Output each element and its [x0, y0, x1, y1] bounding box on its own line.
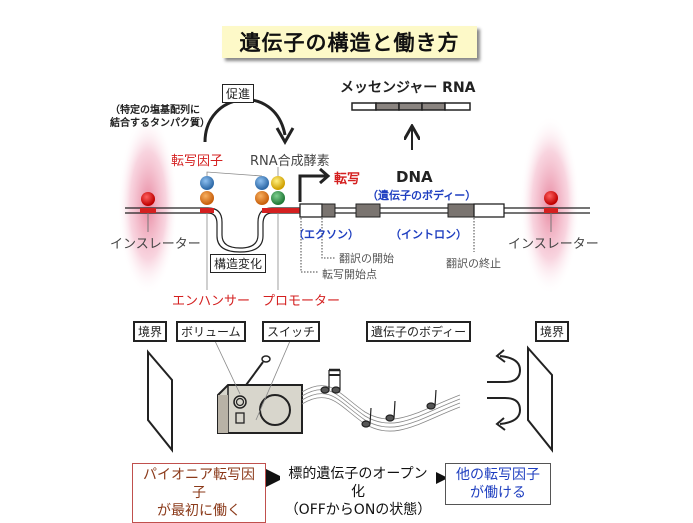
promote-label: 促進 [222, 84, 255, 103]
insulator-glow-right [520, 115, 580, 295]
mrna-label: メッセンジャー RNA [340, 80, 476, 96]
music-notes [320, 368, 437, 428]
flow-step3-line1: 他の転写因子 [456, 467, 540, 483]
insulator-site-right [544, 208, 558, 213]
transcription-arrow [298, 174, 326, 202]
rna-polymerase-label: RNA合成酵素 [250, 154, 330, 169]
bounce-arrow-down [487, 397, 522, 425]
boundary-label-left: 境界 [133, 321, 168, 342]
gene-body-label: （遺伝子のボディー） [367, 189, 477, 202]
flow-step1-line2: が最初に働く [157, 503, 241, 519]
promoter-label: プロモーター [262, 294, 341, 309]
insulator-site-left [140, 208, 156, 213]
factor-blue-promoter [255, 176, 269, 190]
boundary-label-right: 境界 [535, 321, 570, 342]
translation-start-label: 翻訳の開始 [339, 252, 394, 265]
factor-blue-enhancer [200, 176, 214, 190]
exon-gray-1 [321, 203, 336, 218]
promote-arrow [203, 98, 287, 143]
rna-polymerase-green [271, 191, 285, 205]
flow-step2-line1: 標的遺伝子のオープン化 [288, 466, 428, 500]
insulator-ball-right [544, 191, 558, 205]
volume-label: ボリューム [176, 321, 246, 342]
boundary-panel-right [527, 345, 553, 453]
flow-step-others: 他の転写因子 が働ける [445, 463, 551, 505]
flow-step3-line2: が働ける [470, 485, 526, 501]
exon-white-2 [473, 203, 505, 218]
transcription-start-site-label: 転写開始点 [322, 268, 377, 281]
enhancer-site [200, 208, 214, 213]
protein-note-line2: 結合するタンパク質） [110, 118, 210, 129]
mrna-bar [351, 102, 471, 111]
promoter-site [262, 208, 300, 213]
flow-step1-line1: パイオニア転写因子 [143, 467, 255, 501]
translation-end-label: 翻訳の終止 [446, 257, 501, 270]
rna-polymerase-yellow [271, 176, 285, 190]
transcription-label: 転写 [334, 172, 361, 187]
exon-gray-3 [447, 203, 475, 218]
enhancer-label: エンハンサー [172, 294, 251, 309]
insulator-label-right: インスレーター [508, 237, 599, 252]
boundary-panel-left [147, 349, 173, 453]
structural-change-label: 構造変化 [210, 254, 267, 273]
insulator-ball-left [141, 192, 155, 206]
factor-orange-enhancer [200, 191, 214, 205]
intron-label: （イントロン） [390, 228, 467, 241]
dna-label: DNA [396, 168, 433, 186]
exon-white-1 [299, 203, 323, 218]
exon-gray-2 [355, 203, 381, 218]
flow-step-pioneer: パイオニア転写因子 が最初に働く [132, 463, 266, 523]
bounce-arrow-up [487, 355, 522, 383]
gene-body-analogy-label: 遺伝子のボディー [366, 321, 472, 342]
insulator-label-left: インスレーター [110, 237, 201, 252]
exon-label: （エクソン） [293, 228, 359, 241]
switch-label: スイッチ [262, 321, 321, 342]
radio-illustration [217, 355, 303, 434]
flow-step-open: 標的遺伝子のオープン化 （OFFからONの状態） [280, 463, 436, 521]
flow-step2-line2: （OFFからONの状態） [284, 502, 432, 518]
transcription-factor-label: 転写因子 [171, 154, 224, 169]
page-title: 遺伝子の構造と働き方 [222, 26, 477, 58]
factor-orange-promoter [255, 191, 269, 205]
protein-note-line1: （特定の塩基配列に [110, 105, 200, 116]
